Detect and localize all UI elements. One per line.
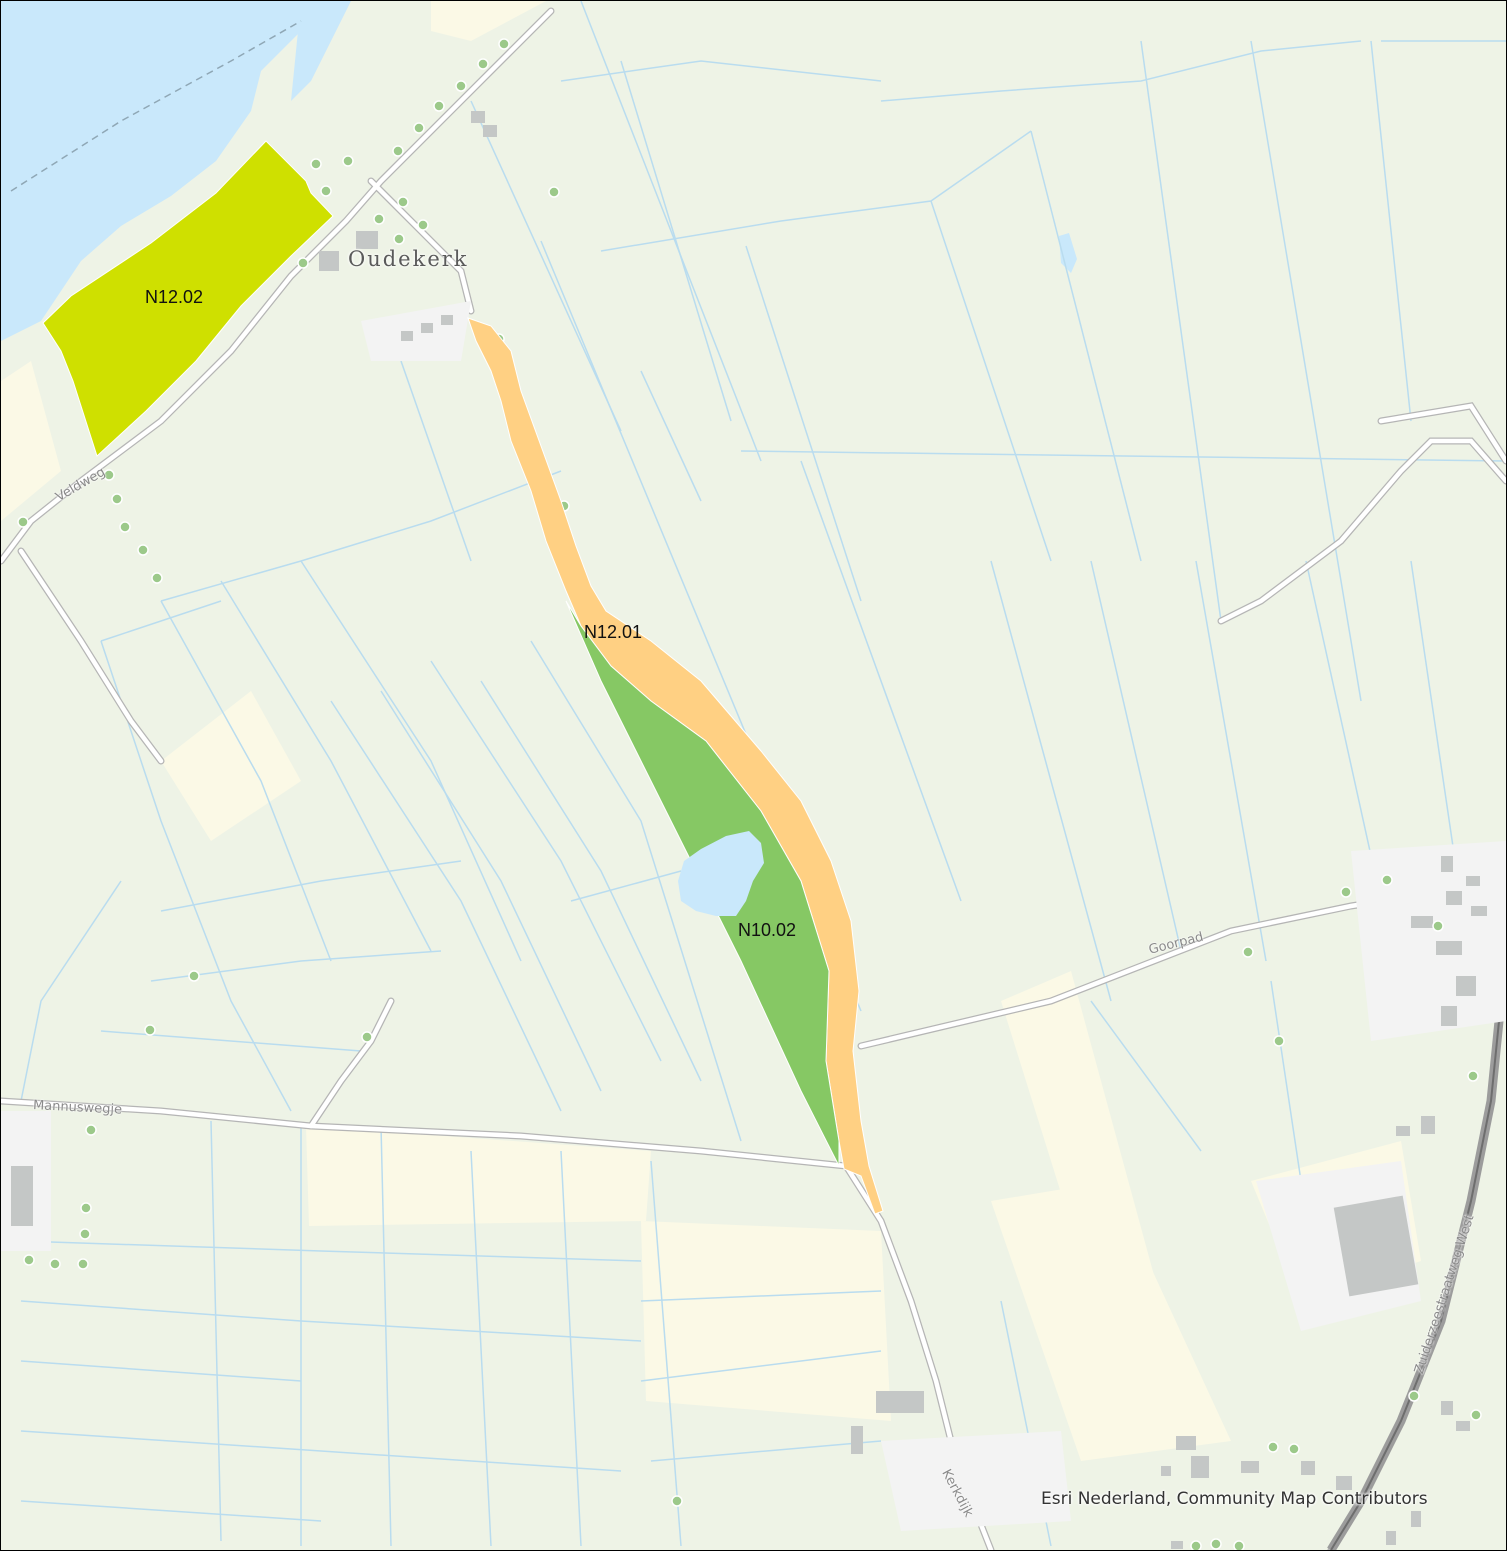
place-label-oudekerk: Oudekerk — [348, 247, 469, 271]
area-label-n10-02: N10.02 — [738, 920, 797, 940]
pond — [678, 831, 764, 916]
area-n12-01[interactable] — [467, 317, 884, 1215]
area-label-n12-01: N12.01 — [584, 622, 643, 642]
water-bodies — [1, 1, 1077, 341]
lake-dashed-boundary — [10, 20, 302, 192]
highway-center — [1330, 950, 1506, 1550]
map-attribution: Esri Nederland, Community Map Contributo… — [1041, 1489, 1428, 1509]
buildings — [11, 111, 1487, 1549]
area-n12-02[interactable] — [42, 140, 334, 457]
tree-points — [17, 38, 1482, 1550]
area-label-n12-02: N12.02 — [145, 287, 204, 307]
